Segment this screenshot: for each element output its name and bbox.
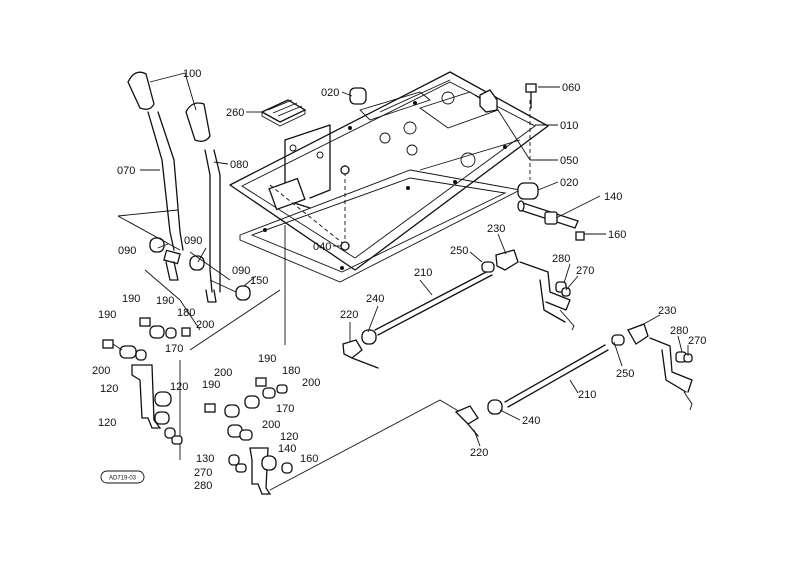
label-100: 100: [183, 68, 201, 80]
bolt-060: [525, 83, 537, 109]
label-210: 210: [578, 389, 596, 401]
label-220: 220: [340, 309, 358, 321]
diagram-code: AD719-03: [109, 476, 137, 482]
part-labels: 020 060 010 050 020 140 160 260 100 070 …: [92, 68, 706, 492]
label-160: 170: [165, 343, 183, 355]
shaft-130: [517, 200, 585, 241]
diagram-code-stamp: AD719-03: [100, 470, 145, 484]
label-190: 190: [258, 353, 276, 365]
label-010: 010: [560, 120, 578, 132]
floor-plate: [229, 71, 549, 283]
label-270: 270: [194, 467, 212, 479]
label-230: 230: [658, 305, 676, 317]
label-120: 130: [196, 453, 214, 465]
label-150: 160: [608, 229, 626, 241]
label-280: 280: [552, 253, 570, 265]
bracket-050: [479, 89, 498, 113]
label-260: 260: [226, 107, 244, 119]
label-110: 120: [98, 417, 116, 429]
label-170: 180: [177, 307, 195, 319]
label-270: 270: [688, 335, 706, 347]
label-050: 050: [560, 155, 578, 167]
label-220: 220: [470, 447, 488, 459]
label-090: 090: [184, 235, 202, 247]
label-250: 250: [616, 368, 634, 380]
label-180: 200: [214, 367, 232, 379]
label-190: 190: [202, 379, 220, 391]
label-090: 090: [118, 245, 136, 257]
label-200: 200: [262, 419, 280, 431]
label-070: 070: [117, 165, 135, 177]
label-060: 060: [562, 82, 580, 94]
label-240: 240: [522, 415, 540, 427]
label-170: 180: [282, 365, 300, 377]
linkage-middle: [204, 377, 293, 495]
label-180: 190: [122, 293, 140, 305]
rod-upper: [342, 249, 575, 369]
label-190: 190: [156, 295, 174, 307]
linkage-lower: [131, 364, 183, 445]
label-200: 200: [196, 319, 214, 331]
label-040: 040: [313, 241, 331, 253]
label-200: 200: [92, 365, 110, 377]
label-250: 250: [450, 245, 468, 257]
label-140: 150: [250, 275, 268, 287]
label-090: 090: [232, 265, 250, 277]
label-190: 190: [98, 309, 116, 321]
label-230: 230: [487, 223, 505, 235]
pedal-bracket: [268, 124, 331, 211]
bush-020: [349, 87, 539, 200]
label-280: 280: [670, 325, 688, 337]
label-020: 020: [560, 177, 578, 189]
label-020: 020: [321, 87, 339, 99]
linkage-upper: [102, 317, 191, 361]
label-120: 140: [278, 443, 296, 455]
pedal-left: [127, 71, 184, 281]
label-200: 200: [302, 377, 320, 389]
label-140: 160: [300, 453, 318, 465]
label-160: 170: [276, 403, 294, 415]
rod-lower: [454, 323, 693, 437]
label-240: 240: [366, 293, 384, 305]
label-270: 270: [576, 265, 594, 277]
leader-lines: [140, 72, 689, 447]
label-280: 280: [194, 480, 212, 492]
label-120: 120: [100, 383, 118, 395]
pad-260: [260, 99, 307, 127]
label-110: 120: [280, 431, 298, 443]
label-130: 140: [604, 191, 622, 203]
label-210: 210: [414, 267, 432, 279]
label-080: 080: [230, 159, 248, 171]
pedal-right: [185, 102, 251, 303]
label-120: 120: [170, 381, 188, 393]
